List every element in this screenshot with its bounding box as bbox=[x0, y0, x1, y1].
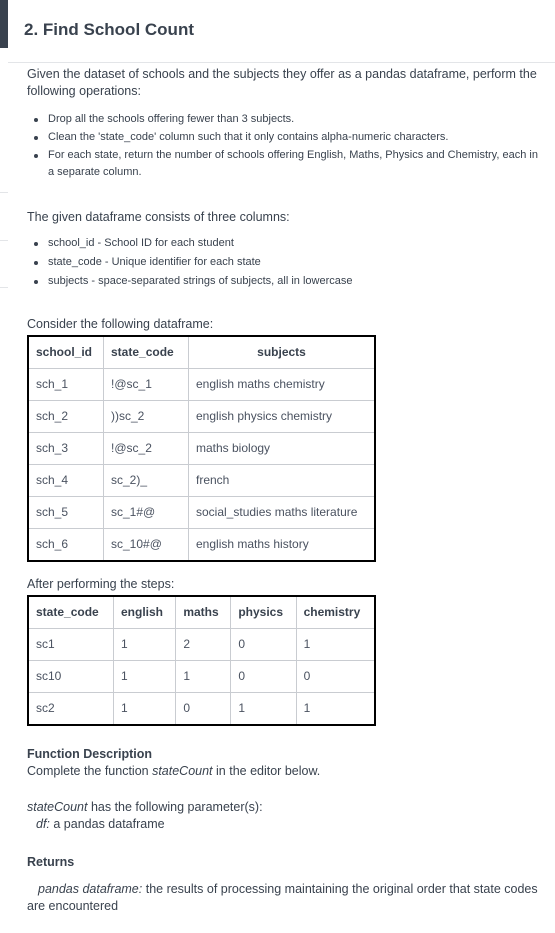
table-cell: sch_4 bbox=[27, 464, 104, 497]
parameters-label: has the following parameter(s): bbox=[87, 800, 263, 814]
table-cell: 1 bbox=[112, 692, 177, 726]
problem-statement: Given the dataset of schools and the sub… bbox=[27, 66, 542, 915]
consider-label: Consider the following dataframe: bbox=[27, 317, 214, 331]
table-row: sch_6 sc_10#@ english maths history bbox=[27, 528, 376, 562]
parameter-item: df: a pandas dataframe bbox=[36, 816, 542, 833]
table-cell: !@sc_2 bbox=[103, 432, 189, 465]
column-header: school_id bbox=[27, 336, 104, 369]
list-item: For each state, return the number of sch… bbox=[27, 147, 542, 181]
column-header: state_code bbox=[103, 336, 189, 369]
table-cell: sch_5 bbox=[27, 496, 104, 529]
returns-text: pandas dataframe: the results of process… bbox=[27, 881, 542, 915]
columns-list: school_id - School ID for each student s… bbox=[27, 235, 542, 290]
parameter-name: df: bbox=[36, 817, 50, 831]
table-cell: maths biology bbox=[188, 432, 376, 465]
table-cell: sch_1 bbox=[27, 368, 104, 401]
table-cell: social_studies maths literature bbox=[188, 496, 376, 529]
operations-list: Drop all the schools offering fewer than… bbox=[27, 111, 542, 181]
parameters-text: stateCount has the following parameter(s… bbox=[27, 799, 542, 816]
list-item: Drop all the schools offering fewer than… bbox=[27, 111, 542, 128]
table-row: sch_3 !@sc_2 maths biology bbox=[27, 432, 376, 465]
intro-text: Given the dataset of schools and the sub… bbox=[27, 67, 537, 98]
table-row: sch_4 sc_2)_ french bbox=[27, 464, 376, 497]
column-header: state_code bbox=[27, 596, 114, 629]
return-type: pandas dataframe: bbox=[38, 882, 143, 896]
column-header: subjects bbox=[188, 336, 376, 369]
table-row: sc2 1 0 1 1 bbox=[27, 692, 376, 726]
return-description: the results of processing maintaining th… bbox=[27, 882, 538, 913]
column-header: physics bbox=[230, 596, 297, 629]
output-dataframe-table: state_code english maths physics chemist… bbox=[27, 595, 376, 726]
table-cell: 1 bbox=[112, 628, 177, 661]
function-description-heading: Function Description bbox=[27, 747, 152, 761]
table-header-row: school_id state_code subjects bbox=[27, 336, 376, 369]
list-item: subjects - space-separated strings of su… bbox=[27, 273, 542, 290]
table-cell: english physics chemistry bbox=[188, 400, 376, 433]
rail-divider bbox=[0, 192, 8, 193]
column-header: english bbox=[112, 596, 177, 629]
list-item: state_code - Unique identifier for each … bbox=[27, 254, 542, 271]
function-description-prefix: Complete the function bbox=[27, 764, 153, 778]
list-item: Clean the 'state_code' column such that … bbox=[27, 129, 542, 146]
function-description-text: Complete the function stateCount in the … bbox=[27, 763, 542, 780]
table-cell: !@sc_1 bbox=[103, 368, 189, 401]
table-row: sch_1 !@sc_1 english maths chemistry bbox=[27, 368, 376, 401]
left-rail bbox=[0, 0, 8, 933]
table-row: sc1 1 2 0 1 bbox=[27, 628, 376, 661]
column-header: chemistry bbox=[295, 596, 376, 629]
list-item: school_id - School ID for each student bbox=[27, 235, 542, 252]
after-label: After performing the steps: bbox=[27, 577, 175, 591]
table-cell: 1 bbox=[112, 660, 177, 693]
parameter-description: a pandas dataframe bbox=[49, 817, 165, 831]
table-cell: 0 bbox=[230, 660, 297, 693]
table-row: sch_2 ))sc_2 english physics chemistry bbox=[27, 400, 376, 433]
table-cell: english maths chemistry bbox=[188, 368, 376, 401]
table-cell: 0 bbox=[295, 660, 376, 693]
table-cell: sch_2 bbox=[27, 400, 104, 433]
table-cell: 1 bbox=[295, 628, 376, 661]
table-header-row: state_code english maths physics chemist… bbox=[27, 596, 376, 629]
function-name: stateCount bbox=[27, 800, 88, 814]
active-question-marker bbox=[0, 0, 8, 48]
table-cell: sc_10#@ bbox=[103, 528, 189, 562]
function-name: stateCount bbox=[152, 764, 213, 778]
column-header: maths bbox=[175, 596, 232, 629]
columns-intro: The given dataframe consists of three co… bbox=[27, 210, 290, 224]
table-cell: 0 bbox=[230, 628, 297, 661]
table-cell: sch_6 bbox=[27, 528, 104, 562]
rail-divider bbox=[0, 240, 8, 241]
table-cell: sc10 bbox=[27, 660, 114, 693]
table-cell: english maths history bbox=[188, 528, 376, 562]
table-cell: sch_3 bbox=[27, 432, 104, 465]
table-cell: 1 bbox=[230, 692, 297, 726]
table-cell: 1 bbox=[295, 692, 376, 726]
table-cell: sc2 bbox=[27, 692, 114, 726]
question-header: 2. Find School Count bbox=[8, 0, 555, 63]
input-dataframe-table: school_id state_code subjects sch_1 !@sc… bbox=[27, 335, 376, 562]
function-description-suffix: in the editor below. bbox=[212, 764, 321, 778]
table-cell: french bbox=[188, 464, 376, 497]
table-cell: 1 bbox=[175, 660, 232, 693]
returns-heading: Returns bbox=[27, 855, 75, 869]
table-cell: ))sc_2 bbox=[103, 400, 189, 433]
rail-divider bbox=[0, 287, 8, 288]
table-cell: sc1 bbox=[27, 628, 114, 661]
table-cell: sc_1#@ bbox=[103, 496, 189, 529]
question-title: 2. Find School Count bbox=[24, 20, 194, 39]
table-row: sch_5 sc_1#@ social_studies maths litera… bbox=[27, 496, 376, 529]
table-cell: 2 bbox=[175, 628, 232, 661]
table-row: sc10 1 1 0 0 bbox=[27, 660, 376, 693]
table-cell: sc_2)_ bbox=[103, 464, 189, 497]
table-cell: 0 bbox=[175, 692, 232, 726]
